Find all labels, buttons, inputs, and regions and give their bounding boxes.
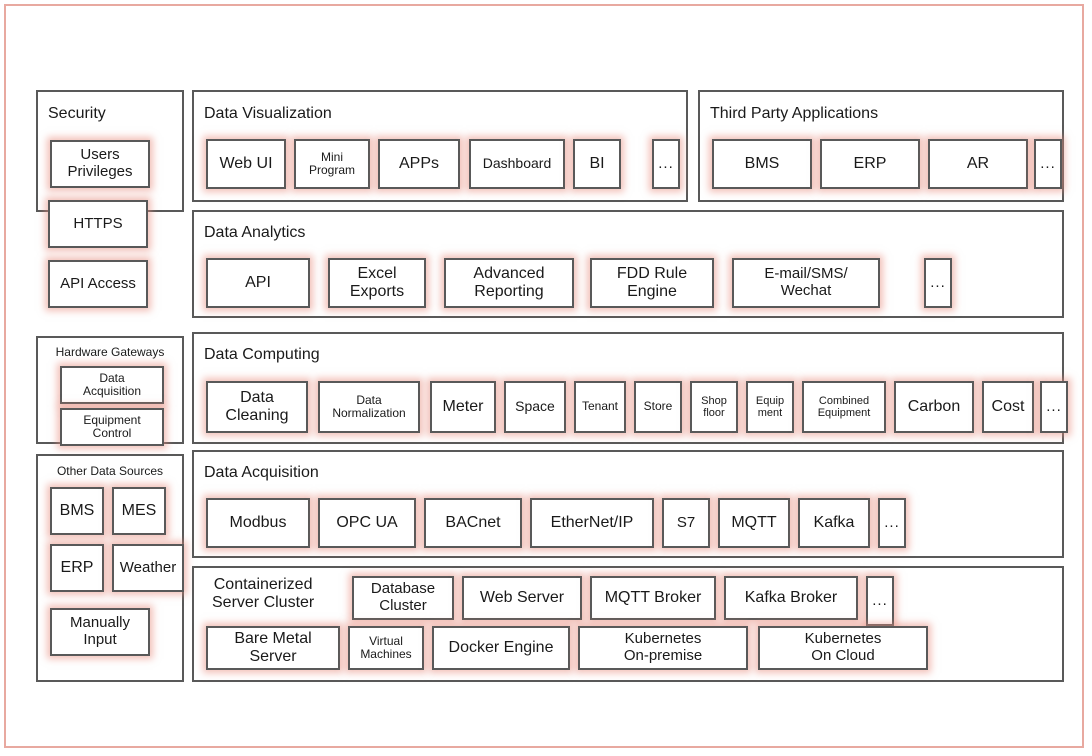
panel-containerized-server-cluster: Containerized Server Cluster Database Cl…	[192, 566, 1064, 682]
node-apps[interactable]: APPs	[378, 139, 460, 189]
node-kafka-broker[interactable]: Kafka Broker	[724, 576, 858, 620]
node-cost[interactable]: Cost	[982, 381, 1034, 433]
node-computing-more[interactable]: ...	[1040, 381, 1068, 433]
node-source-bms[interactable]: BMS	[50, 487, 104, 535]
node-carbon[interactable]: Carbon	[894, 381, 974, 433]
node-https[interactable]: HTTPS	[48, 200, 148, 248]
node-equipment-control[interactable]: Equipment Control	[60, 408, 164, 446]
node-mqtt[interactable]: MQTT	[718, 498, 790, 548]
node-excel-exports[interactable]: Excel Exports	[328, 258, 426, 308]
node-source-erp[interactable]: ERP	[50, 544, 104, 592]
node-modbus[interactable]: Modbus	[206, 498, 310, 548]
panel-containerized-server-cluster-title: Containerized Server Cluster	[212, 576, 315, 612]
panel-data-acquisition: Data Acquisition Modbus OPC UA BACnet Et…	[192, 450, 1064, 558]
node-source-weather[interactable]: Weather	[112, 544, 184, 592]
node-email-sms-wechat[interactable]: E-mail/SMS/ Wechat	[732, 258, 880, 308]
node-web-server[interactable]: Web Server	[462, 576, 582, 620]
panel-hardware-gateways: Hardware Gateways Data Acquisition Equip…	[36, 336, 184, 446]
node-s7[interactable]: S7	[662, 498, 710, 548]
node-tpa-bms[interactable]: BMS	[712, 139, 812, 189]
node-equipment[interactable]: Equip ment	[746, 381, 794, 433]
panel-data-analytics: Data Analytics API Excel Exports Advance…	[192, 210, 1064, 318]
node-data-normalization[interactable]: Data Normalization	[318, 381, 420, 433]
node-tenant[interactable]: Tenant	[574, 381, 626, 433]
panel-hardware-gateways-title: Hardware Gateways	[55, 345, 165, 359]
node-meter[interactable]: Meter	[430, 381, 496, 433]
panel-security-title: Security	[48, 105, 106, 122]
node-users-privileges[interactable]: Users Privileges	[50, 140, 150, 188]
node-cluster-more[interactable]: ...	[866, 576, 894, 626]
node-mini-program[interactable]: Mini Program	[294, 139, 370, 189]
node-bare-metal-server[interactable]: Bare Metal Server	[206, 626, 340, 670]
node-acquisition-more[interactable]: ...	[878, 498, 906, 548]
panel-data-computing: Data Computing Data Cleaning Data Normal…	[192, 332, 1068, 444]
node-web-ui[interactable]: Web UI	[206, 139, 286, 189]
panel-data-computing-title: Data Computing	[204, 346, 320, 363]
panel-data-acquisition-title: Data Acquisition	[204, 464, 319, 481]
node-fdd-rule-engine[interactable]: FDD Rule Engine	[590, 258, 714, 308]
node-mqtt-broker[interactable]: MQTT Broker	[590, 576, 716, 620]
node-kafka[interactable]: Kafka	[798, 498, 870, 548]
node-kubernetes-on-premise[interactable]: Kubernetes On-premise	[578, 626, 748, 670]
node-tpa-more[interactable]: ...	[1034, 139, 1062, 189]
node-ethernet-ip[interactable]: EtherNet/IP	[530, 498, 654, 548]
diagram-outer-frame: Security Users Privileges HTTPS API Acce…	[4, 4, 1084, 748]
node-shop-floor[interactable]: Shop floor	[690, 381, 738, 433]
node-advanced-reporting[interactable]: Advanced Reporting	[444, 258, 574, 308]
node-opc-ua[interactable]: OPC UA	[318, 498, 416, 548]
panel-data-visualization-title: Data Visualization	[204, 105, 332, 122]
node-analytics-more[interactable]: ...	[924, 258, 952, 308]
panel-third-party-applications: Third Party Applications BMS ERP AR ...	[698, 90, 1064, 202]
node-data-acquisition-gateway[interactable]: Data Acquisition	[60, 366, 164, 404]
node-data-cleaning[interactable]: Data Cleaning	[206, 381, 308, 433]
node-api-access[interactable]: API Access	[48, 260, 148, 308]
node-tpa-ar[interactable]: AR	[928, 139, 1028, 189]
node-database-cluster[interactable]: Database Cluster	[352, 576, 454, 620]
node-combined-equipment[interactable]: Combined Equipment	[802, 381, 886, 433]
panel-other-data-sources-title: Other Data Sources	[56, 464, 164, 478]
panel-data-visualization: Data Visualization Web UI Mini Program A…	[192, 90, 688, 202]
panel-third-party-applications-title: Third Party Applications	[710, 105, 879, 122]
panel-other-data-sources: Other Data Sources BMS MES ERP Weather M…	[36, 454, 184, 682]
panel-data-analytics-title: Data Analytics	[204, 224, 306, 241]
node-virtual-machines[interactable]: Virtual Machines	[348, 626, 424, 670]
node-tpa-erp[interactable]: ERP	[820, 139, 920, 189]
node-manually-input[interactable]: Manually Input	[50, 608, 150, 656]
node-bi[interactable]: BI	[573, 139, 621, 189]
node-dashboard[interactable]: Dashboard	[469, 139, 565, 189]
node-source-mes[interactable]: MES	[112, 487, 166, 535]
node-space[interactable]: Space	[504, 381, 566, 433]
panel-security: Security Users Privileges	[36, 90, 184, 212]
node-kubernetes-on-cloud[interactable]: Kubernetes On Cloud	[758, 626, 928, 670]
node-visualization-more[interactable]: ...	[652, 139, 680, 189]
node-store[interactable]: Store	[634, 381, 682, 433]
node-bacnet[interactable]: BACnet	[424, 498, 522, 548]
node-analytics-api[interactable]: API	[206, 258, 310, 308]
node-docker-engine[interactable]: Docker Engine	[432, 626, 570, 670]
